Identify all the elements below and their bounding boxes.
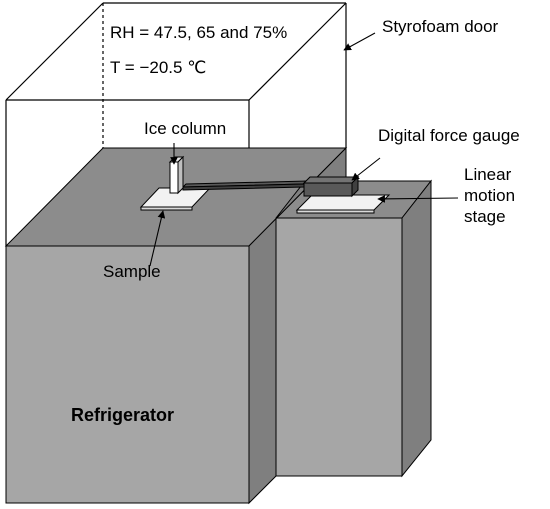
linear-motion-stage-label: Linear motion stage	[464, 164, 515, 227]
arrow-digital-force-gauge	[351, 157, 381, 181]
arrow-sample	[149, 210, 166, 267]
temperature-label: T = −20.5 ℃	[110, 58, 207, 77]
ice-column	[168, 155, 185, 195]
styrofoam-door-box	[5, 2, 347, 246]
linear-motion-stage-line-2: motion	[464, 186, 516, 205]
sample-plate	[139, 187, 212, 211]
arrow-styrofoam-door	[343, 32, 376, 51]
linear-stage-box	[274, 179, 433, 478]
sample-label: Sample	[103, 262, 161, 281]
styrofoam-door-label: Styrofoam door	[382, 17, 499, 36]
refrigerator-label: Refrigerator	[71, 405, 175, 425]
linear-motion-stage-line-3: stage	[464, 207, 506, 226]
ice-column-label: Ice column	[144, 119, 227, 138]
linear-motion-stage-line-1: Linear	[464, 165, 512, 184]
connecting-rod	[181, 180, 309, 191]
leader-arrows	[149, 32, 459, 267]
digital-force-gauge	[302, 175, 360, 198]
linear-motion-stage-plate	[295, 194, 391, 214]
digital-force-gauge-label: Digital force gauge	[378, 126, 520, 145]
arrow-linear-motion-stage	[377, 195, 459, 203]
rh-label: RH = 47.5, 65 and 75%	[110, 23, 288, 42]
